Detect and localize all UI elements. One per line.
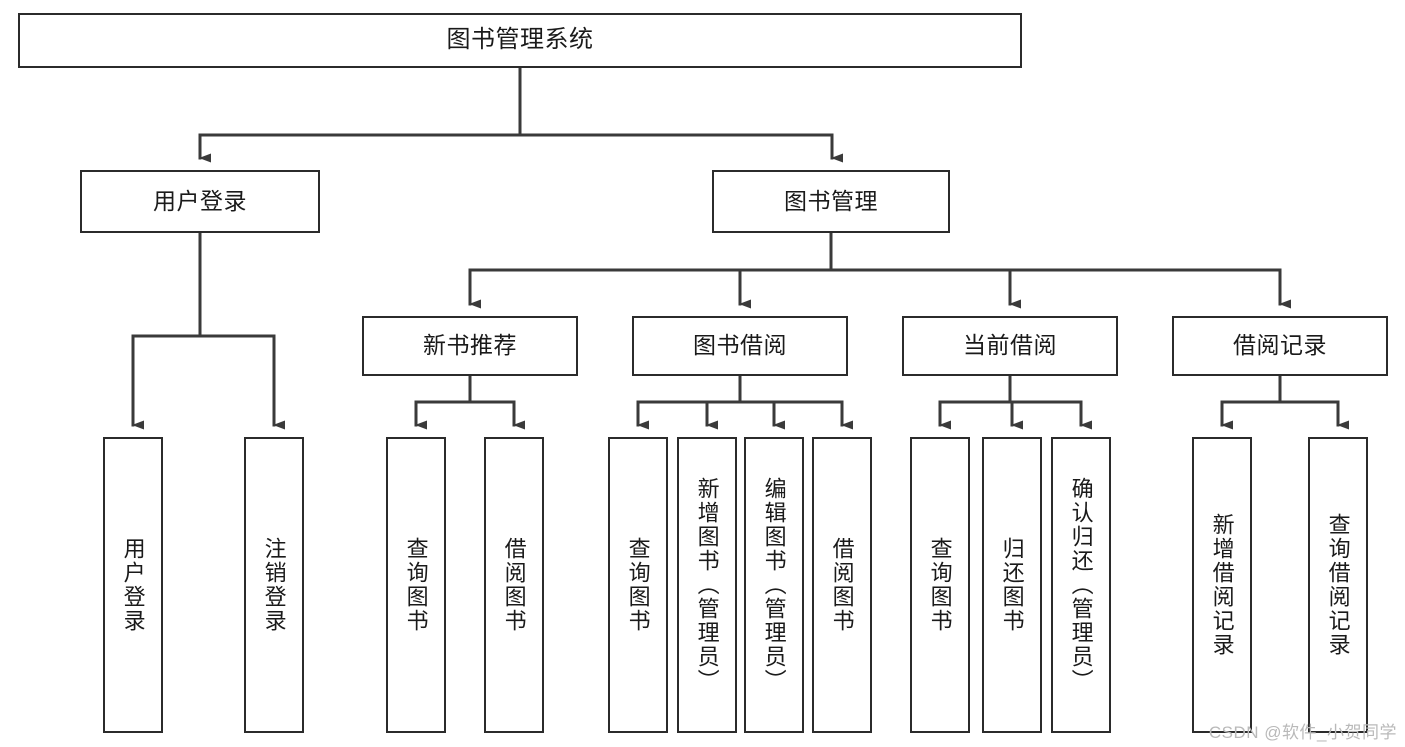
node-user-login[interactable]: 用户登录 — [80, 170, 320, 233]
node-leaf-confirm-return[interactable]: 确认归还（管理员） — [1051, 437, 1111, 733]
node-leaf-return-book[interactable]: 归还图书 — [982, 437, 1042, 733]
node-leaf-query-book-current[interactable]: 查询图书 — [910, 437, 970, 733]
node-current-borrow-label: 当前借阅 — [963, 332, 1057, 359]
node-new-book-recommend-label: 新书推荐 — [423, 332, 517, 359]
node-leaf-add-book-label: 新增图书（管理员） — [694, 477, 720, 693]
node-leaf-query-book-recommend[interactable]: 查询图书 — [386, 437, 446, 733]
node-user-login-label: 用户登录 — [153, 187, 247, 214]
node-borrow-record[interactable]: 借阅记录 — [1172, 316, 1388, 376]
node-leaf-query-record-label: 查询借阅记录 — [1325, 513, 1351, 657]
node-leaf-add-record-label: 新增借阅记录 — [1209, 513, 1235, 657]
node-leaf-query-book-recommend-label: 查询图书 — [403, 537, 429, 633]
node-leaf-query-record[interactable]: 查询借阅记录 — [1308, 437, 1368, 733]
node-leaf-query-book-borrow[interactable]: 查询图书 — [608, 437, 668, 733]
node-leaf-user-login-label: 用户登录 — [120, 537, 146, 633]
node-root-label: 图书管理系统 — [446, 26, 594, 54]
node-leaf-return-book-label: 归还图书 — [999, 537, 1025, 633]
node-leaf-edit-book-label: 编辑图书（管理员） — [761, 477, 787, 693]
node-leaf-logout[interactable]: 注销登录 — [244, 437, 304, 733]
node-book-manage[interactable]: 图书管理 — [712, 170, 950, 233]
csdn-watermark: CSDN @软件_小贺同学 — [1208, 723, 1397, 742]
node-current-borrow[interactable]: 当前借阅 — [902, 316, 1118, 376]
node-leaf-query-book-current-label: 查询图书 — [927, 537, 953, 633]
node-leaf-user-login[interactable]: 用户登录 — [103, 437, 163, 733]
node-leaf-edit-book[interactable]: 编辑图书（管理员） — [744, 437, 804, 733]
node-leaf-borrow-book-label: 借阅图书 — [829, 537, 855, 633]
node-leaf-borrow-book[interactable]: 借阅图书 — [812, 437, 872, 733]
node-root[interactable]: 图书管理系统 — [18, 13, 1022, 68]
node-leaf-add-book[interactable]: 新增图书（管理员） — [677, 437, 737, 733]
node-leaf-borrow-book-recommend-label: 借阅图书 — [501, 537, 527, 633]
node-borrow-record-label: 借阅记录 — [1233, 332, 1327, 359]
node-new-book-recommend[interactable]: 新书推荐 — [362, 316, 578, 376]
node-leaf-logout-label: 注销登录 — [261, 537, 287, 633]
node-book-borrow-label: 图书借阅 — [693, 332, 787, 359]
node-leaf-query-book-borrow-label: 查询图书 — [625, 537, 651, 633]
node-leaf-confirm-return-label: 确认归还（管理员） — [1068, 477, 1094, 693]
node-leaf-add-record[interactable]: 新增借阅记录 — [1192, 437, 1252, 733]
node-book-borrow[interactable]: 图书借阅 — [632, 316, 848, 376]
node-leaf-borrow-book-recommend[interactable]: 借阅图书 — [484, 437, 544, 733]
node-book-manage-label: 图书管理 — [784, 187, 878, 214]
